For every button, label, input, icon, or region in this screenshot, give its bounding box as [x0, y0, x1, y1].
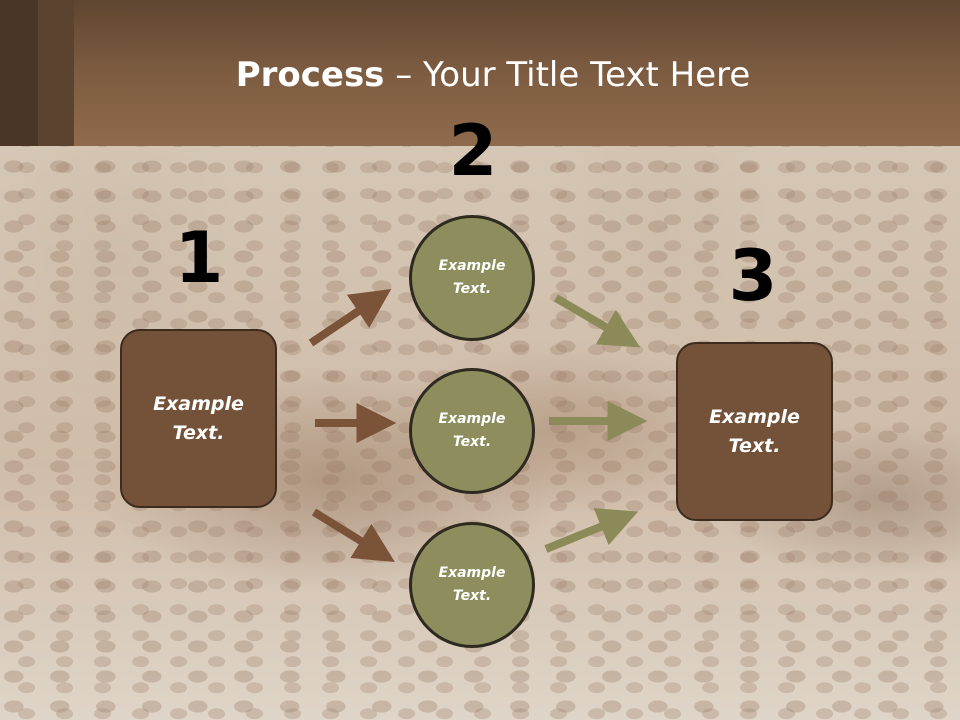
step-2-circle-top[interactable]: Example Text.: [409, 215, 535, 341]
title-rest: – Your Title Text Here: [384, 55, 751, 95]
arrow-1-to-2-bottom: [311, 508, 395, 562]
step-number-3: 3: [728, 235, 778, 317]
step-2-circle-middle-text: Example Text.: [438, 411, 506, 450]
step-2-circle-bottom-text: Example Text.: [438, 565, 506, 604]
title-band-accent-dark: [0, 0, 38, 146]
step-number-1: 1: [174, 217, 224, 299]
title-band: [0, 0, 960, 146]
step-2-circle-bottom[interactable]: Example Text.: [409, 522, 535, 648]
step-1-box-text: Example Text.: [153, 392, 244, 444]
step-2-circle-middle[interactable]: Example Text.: [409, 368, 535, 494]
arrow-2-to-3-top: [553, 294, 641, 348]
step-3-box-text: Example Text.: [709, 405, 800, 457]
slide-title[interactable]: Process – Your Title Text Here: [0, 54, 960, 96]
title-bold: Process: [235, 55, 385, 95]
title-band-accent-mid: [38, 0, 74, 146]
step-3-box[interactable]: Example Text.: [676, 342, 833, 521]
step-2-circle-top-text: Example Text.: [438, 258, 506, 297]
arrow-1-to-2-top: [308, 289, 392, 347]
arrow-2-to-3-bottom: [544, 508, 639, 553]
step-1-box[interactable]: Example Text.: [120, 329, 277, 508]
step-number-2: 2: [448, 110, 498, 192]
